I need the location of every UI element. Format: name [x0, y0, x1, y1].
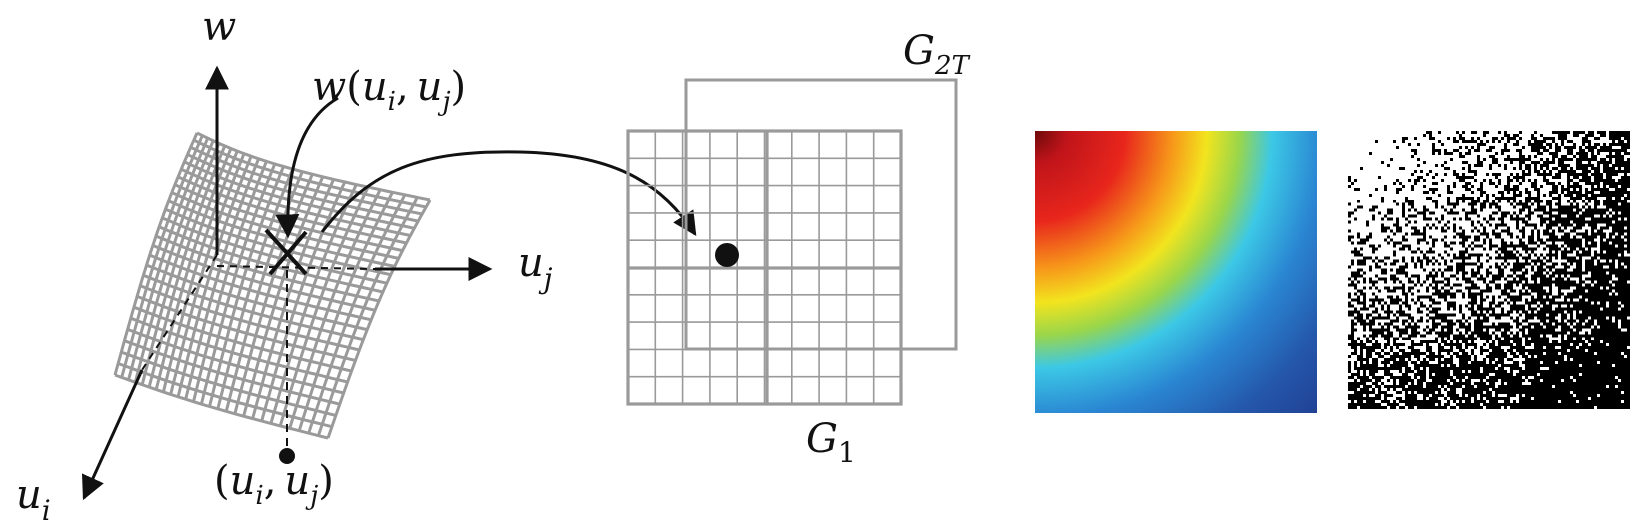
ui-axis-dashed [141, 254, 218, 371]
g2t-label: G2T [903, 28, 970, 81]
w-axis-label: w [202, 4, 236, 50]
cross-marker [264, 228, 308, 276]
surface-mesh [113, 131, 432, 440]
ui-axis-label: ui [16, 472, 51, 527]
surface-panel: w uj ui w(ui,uj) (ui,uj) [16, 4, 553, 527]
grid-panel: G2T G1 [626, 28, 970, 469]
projection-point [279, 448, 295, 464]
g1-label: G1 [806, 416, 856, 469]
intensity-heatmap [1035, 131, 1317, 413]
noise-pixels [1348, 131, 1630, 409]
noise-image [1348, 131, 1630, 409]
ui-axis-solid [81, 369, 144, 501]
uj-axis-dashed [216, 265, 376, 270]
uj-axis-label: uj [518, 240, 553, 295]
binary-noise-panel [1348, 131, 1630, 409]
point-coords-label: (ui,uj) [214, 458, 334, 511]
g1-coarse-grid [626, 129, 903, 406]
w-function-label: w(ui,uj) [312, 64, 466, 117]
w-pointer-arrow [275, 96, 339, 239]
grid-sample-point [715, 243, 739, 267]
g2t-frame [684, 78, 958, 351]
